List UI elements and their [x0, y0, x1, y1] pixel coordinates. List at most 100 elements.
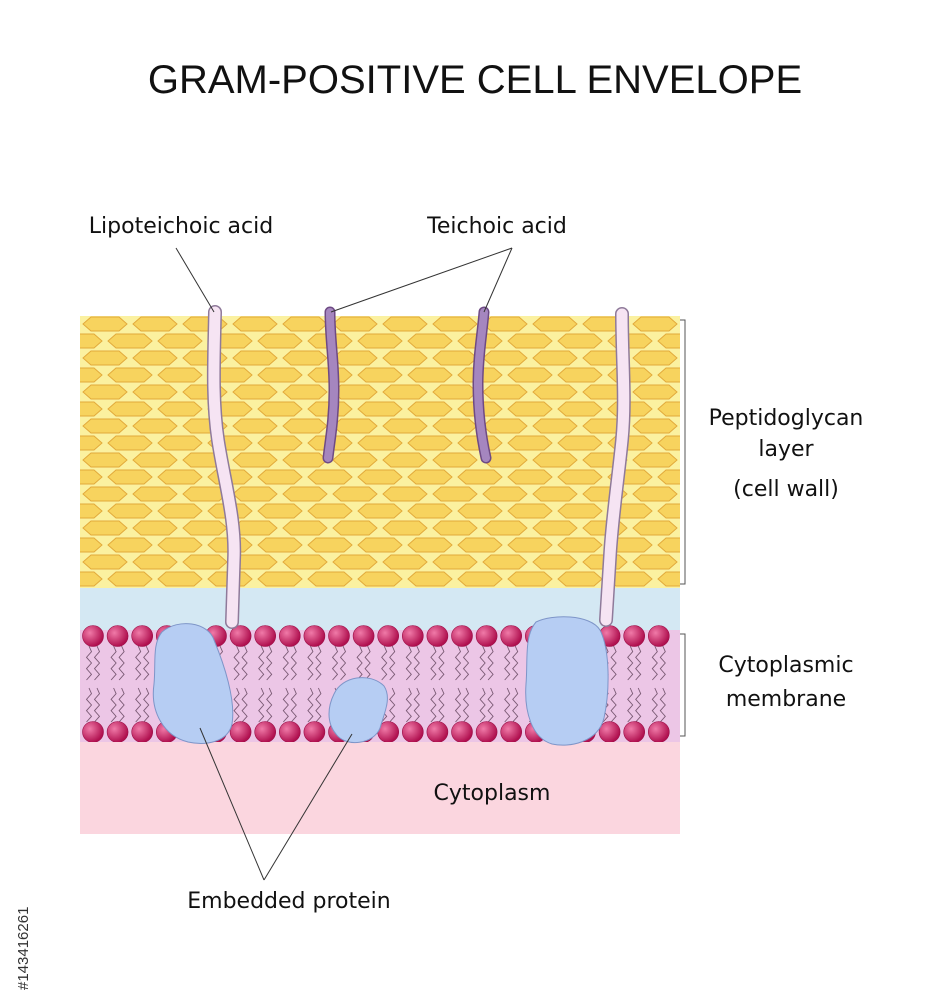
lipid-tail: [627, 687, 634, 723]
lipid-head: [623, 625, 646, 647]
lipid-head: [647, 625, 670, 647]
lipid-head: [82, 721, 104, 743]
lipid-head: [229, 721, 252, 743]
lipid-tail: [454, 645, 462, 681]
lipid-head: [352, 625, 375, 647]
lipid-head: [229, 625, 252, 647]
lipid-head: [500, 721, 523, 743]
lipoteichoic-acid-right: [599, 307, 631, 627]
teichoic-acid-left: [322, 306, 340, 464]
lipid-tail: [118, 687, 125, 723]
lipid-tail: [438, 645, 445, 681]
lipid-tail: [479, 645, 486, 681]
lipid-head: [254, 721, 277, 743]
lipid-head: [106, 721, 129, 743]
lipid-head: [500, 625, 523, 647]
lipid-tail: [635, 687, 642, 723]
label-peptidoglycan-line1: Peptidoglycan: [709, 406, 864, 431]
peptidoglycan-layer: [80, 316, 680, 588]
label-peptidoglycan-line3: (cell wall): [733, 477, 839, 502]
lipid-head: [254, 625, 277, 647]
label-cytoplasmic-line1: Cytoplasmic: [718, 653, 853, 678]
lipid-tail: [512, 645, 519, 681]
lipid-tail: [290, 645, 297, 681]
lipid-head: [131, 721, 153, 743]
lipid-tail: [512, 687, 519, 723]
lipid-tail: [479, 687, 486, 723]
lipid-tail: [462, 687, 470, 723]
lipoteichoic-acid-left: [206, 305, 242, 629]
teichoic-acid-right: [472, 306, 492, 464]
lipid-tail: [241, 687, 248, 723]
lipid-head: [278, 625, 301, 647]
lipid-tail: [315, 687, 322, 723]
lipid-tail: [135, 687, 142, 723]
lipid-head: [131, 625, 153, 647]
lipid-tail: [381, 645, 388, 681]
lipid-head: [451, 625, 473, 647]
lipid-tail: [602, 687, 609, 723]
lipid-head: [303, 625, 326, 647]
lipid-tail: [635, 645, 642, 681]
lipid-tail: [627, 645, 634, 681]
embedded-protein-right: [525, 616, 609, 746]
lipid-tail: [504, 645, 511, 681]
lipid-head: [598, 721, 621, 743]
lipid-head: [377, 625, 400, 647]
lipid-tail: [659, 687, 666, 723]
label-lipoteichoic-acid: Lipoteichoic acid: [89, 214, 273, 239]
lipid-tail: [504, 687, 511, 723]
label-peptidoglycan-line2: layer: [758, 437, 814, 462]
lipid-tail: [290, 687, 297, 723]
lipid-tail: [487, 645, 494, 681]
label-teichoic-acid: Teichoic acid: [426, 214, 567, 239]
lipid-head: [303, 721, 326, 743]
cytoplasm-region: [80, 742, 680, 834]
pointer-lines: [175, 247, 513, 881]
lipid-tail: [266, 687, 273, 723]
lipid-tail: [651, 645, 658, 681]
lipid-head: [82, 625, 104, 647]
lipid-head: [401, 721, 424, 743]
lipid-head: [647, 721, 670, 743]
lipid-tail: [93, 645, 101, 681]
lipid-tail: [462, 645, 470, 681]
embedded-protein-middle: [328, 677, 388, 743]
lipid-tail: [356, 645, 363, 681]
lipid-head: [475, 721, 498, 743]
lipid-head: [451, 721, 473, 743]
bracket-peptidoglycan: [680, 319, 686, 585]
pointer-protein-middle: [263, 733, 353, 881]
lipid-tail: [364, 645, 371, 681]
lipid-head: [426, 721, 449, 743]
lipid-tail: [413, 687, 420, 723]
lipid-tail: [315, 645, 322, 681]
pointer-protein-left: [199, 727, 265, 881]
lipid-tail: [85, 645, 93, 681]
label-cytoplasmic-line2: membrane: [726, 687, 846, 712]
lipid-head: [106, 625, 129, 647]
lipid-head: [401, 625, 424, 647]
pointer-teichoic-right: [483, 247, 513, 313]
label-embedded-protein: Embedded protein: [187, 889, 390, 914]
lipid-tail: [389, 687, 396, 723]
lipid-tail: [651, 687, 658, 723]
lipid-tail: [118, 645, 125, 681]
lipid-tail: [93, 687, 101, 723]
label-cytoplasm: Cytoplasm: [434, 781, 551, 806]
lipid-tail: [610, 645, 617, 681]
pointer-teichoic-left: [330, 247, 513, 313]
bracket-membrane: [680, 633, 686, 737]
lipid-tail: [610, 687, 617, 723]
lipid-tail: [389, 645, 396, 681]
lipid-tail: [307, 687, 314, 723]
lipid-tail: [233, 645, 240, 681]
lipid-tail: [430, 687, 437, 723]
lipid-head: [623, 721, 646, 743]
lipid-tail: [438, 687, 445, 723]
pointer-lipoteichoic: [175, 247, 215, 313]
embedded-protein-left: [152, 623, 234, 744]
lipid-tail: [454, 687, 462, 723]
lipid-head: [426, 625, 449, 647]
lipid-tail: [282, 645, 289, 681]
